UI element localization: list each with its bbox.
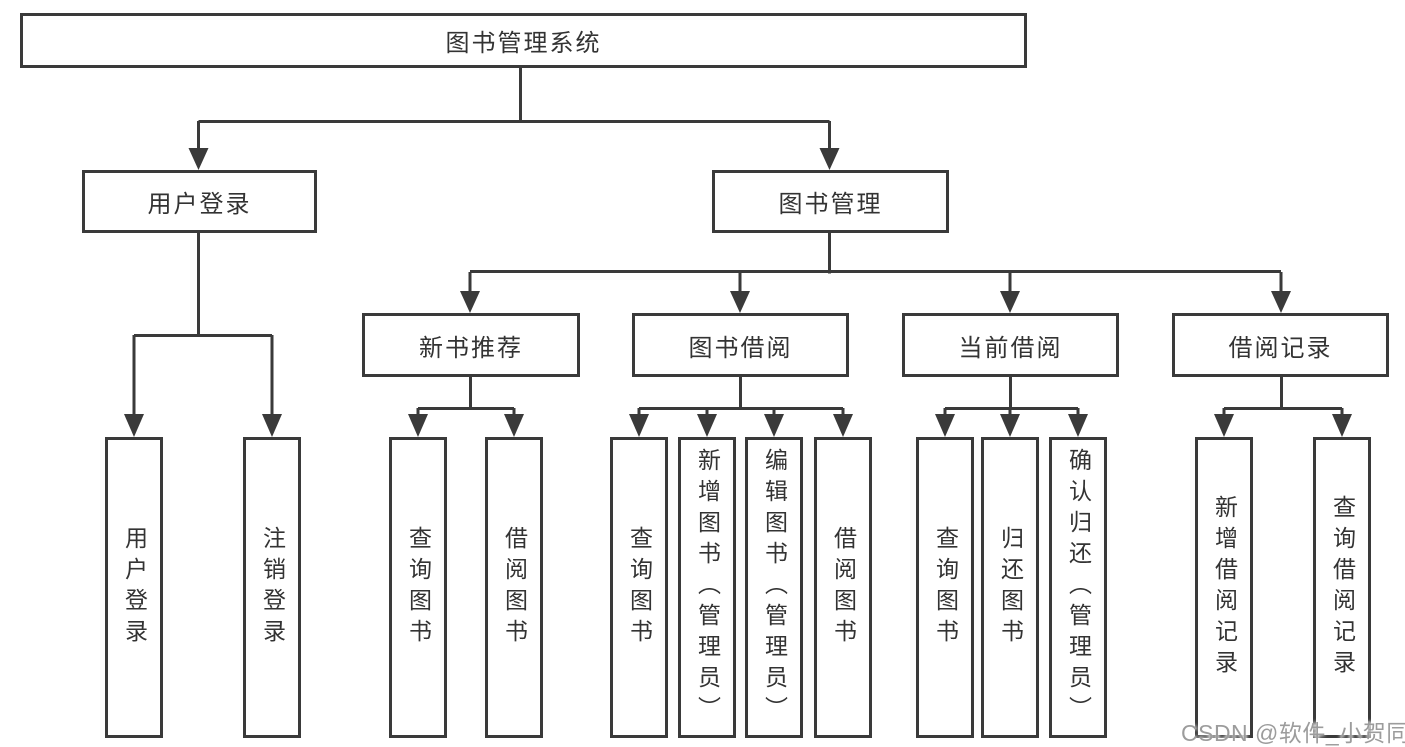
leaf-cb-query-books: 查询图书 [916, 437, 974, 738]
leaf-bb-query-books: 查询图书 [610, 437, 668, 738]
node-borrow-records: 借阅记录 [1172, 313, 1389, 377]
leaf-nbr-borrow-books: 借阅图书 [485, 437, 543, 738]
connector-book-mgmt [460, 233, 1291, 313]
connector-borrow-records [1214, 377, 1352, 437]
connector-current-borrow [935, 377, 1088, 437]
node-new-book-rec: 新书推荐 [362, 313, 580, 377]
node-book-mgmt: 图书管理 [712, 170, 949, 233]
connector-root [188, 68, 840, 170]
leaf-bb-edit-books-admin: 编辑图书（管理员） [745, 437, 803, 738]
leaf-br-query-record: 查询借阅记录 [1313, 437, 1371, 738]
connector-user-login [124, 233, 282, 437]
leaf-bb-borrow-books: 借阅图书 [814, 437, 872, 738]
leaf-logout: 注销登录 [243, 437, 301, 738]
csdn-watermark: CSDN @软件_小贺同学 [1181, 720, 1405, 746]
node-user-login: 用户登录 [82, 170, 317, 233]
leaf-cb-return-books: 归还图书 [981, 437, 1039, 738]
node-book-borrow: 图书借阅 [632, 313, 849, 377]
leaf-cb-confirm-return-admin: 确认归还（管理员） [1049, 437, 1107, 738]
leaf-user-login: 用户登录 [105, 437, 163, 738]
node-current-borrow: 当前借阅 [902, 313, 1119, 377]
connector-book-borrow [629, 377, 853, 437]
connector-new-book-rec [408, 377, 524, 437]
leaf-br-add-record: 新增借阅记录 [1195, 437, 1253, 738]
node-root: 图书管理系统 [20, 13, 1027, 68]
leaf-nbr-query-books: 查询图书 [389, 437, 447, 738]
leaf-bb-add-books-admin: 新增图书（管理员） [678, 437, 736, 738]
